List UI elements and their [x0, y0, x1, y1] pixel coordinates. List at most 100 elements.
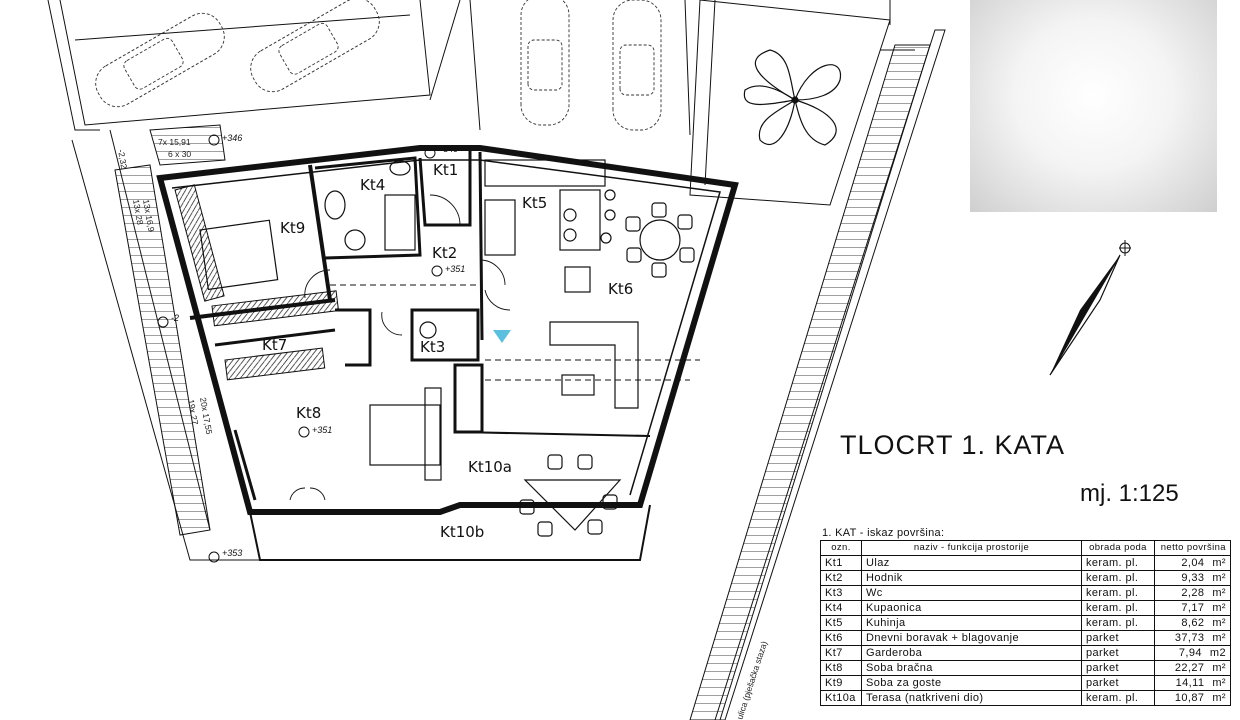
room-label-kt3: Kt3 — [420, 338, 445, 356]
row-name: Ulaz — [861, 555, 1082, 571]
row-code: Kt4 — [820, 600, 862, 616]
row-area: 2,04 m² — [1154, 555, 1231, 571]
row-name: Soba bračna — [861, 660, 1082, 676]
elevation-kt8: +351 — [312, 425, 332, 435]
parked-cars — [95, 0, 662, 131]
stair-note-4: 13x 28 — [131, 199, 145, 226]
north-arrow-icon — [1049, 240, 1131, 376]
row-area-unit: m² — [1212, 557, 1226, 569]
row-floor: parket — [1081, 630, 1155, 646]
photo-thumbnail — [970, 0, 1217, 212]
row-code: Kt8 — [820, 660, 862, 676]
row-area-value: 2,28 — [1181, 587, 1205, 599]
elevation-terrace: +353 — [222, 548, 242, 558]
elevation-kt2: +351 — [445, 264, 465, 274]
row-area: 37,73 m² — [1154, 630, 1231, 646]
drawing-scale: mj. 1:125 — [1080, 480, 1179, 507]
row-code: Kt10a — [820, 690, 862, 706]
row-area-value: 7,94 — [1178, 647, 1202, 659]
row-area: 10,87 m² — [1154, 690, 1231, 706]
header-area: netto površina — [1154, 540, 1231, 556]
row-area-value: 22,27 — [1174, 662, 1205, 674]
door-swings — [289, 194, 511, 501]
row-area: 2,28 m² — [1154, 585, 1231, 601]
header-name: naziv - funkcija prostorije — [861, 540, 1082, 556]
drawing-title: TLOCRT 1. KATA — [840, 430, 1066, 460]
ramp-walkway — [689, 29, 946, 720]
room-label-kt8: Kt8 — [296, 404, 321, 422]
row-area-unit: m² — [1212, 602, 1226, 614]
row-area-unit: m² — [1212, 587, 1226, 599]
row-floor: keram. pl. — [1081, 585, 1155, 601]
room-label-kt1: Kt1 — [433, 161, 458, 179]
row-name: Garderoba — [861, 645, 1082, 661]
area-table: ozn. naziv - funkcija prostorije obrada … — [820, 540, 1231, 706]
row-floor: parket — [1081, 675, 1155, 691]
room-label-kt9: Kt9 — [280, 219, 305, 237]
row-area-value: 9,33 — [1181, 572, 1205, 584]
row-code: Kt9 — [820, 675, 862, 691]
header-floor: obrada poda — [1081, 540, 1155, 556]
row-floor: keram. pl. — [1081, 570, 1155, 586]
elevation-markers: +349 +351 +351 +346 +353 -2 — [157, 133, 465, 563]
stair-note-2: 6 x 30 — [168, 149, 191, 159]
row-code: Kt7 — [820, 645, 862, 661]
kitchen-units — [484, 159, 616, 256]
row-area: 14,11 m² — [1154, 675, 1231, 691]
row-area-unit: m² — [1212, 677, 1226, 689]
room-label-kt2: Kt2 — [432, 244, 457, 262]
row-area-value: 14,11 — [1175, 677, 1205, 689]
bathroom-fixtures — [324, 160, 437, 339]
tree-symbol — [743, 49, 842, 146]
elevation-left: -2 — [171, 313, 179, 323]
window-marker — [493, 330, 511, 343]
room-labels: Kt1 Kt2 Kt3 Kt4 Kt5 Kt6 Kt7 Kt8 Kt9 Kt10… — [262, 161, 633, 541]
row-floor: keram. pl. — [1081, 555, 1155, 571]
left-stairs — [114, 124, 226, 536]
room-label-kt6: Kt6 — [608, 280, 633, 298]
room-label-kt10b: Kt10b — [440, 523, 484, 541]
header-code: ozn. — [820, 540, 862, 556]
row-area-unit: m² — [1212, 632, 1226, 644]
stair-note-1: 7x 15,91 — [158, 137, 191, 147]
room-label-kt7: Kt7 — [262, 336, 287, 354]
row-floor: parket — [1081, 660, 1155, 676]
building-walls — [156, 145, 739, 561]
area-table-caption: 1. KAT - iskaz površina: — [822, 527, 945, 539]
elevation-stairs-top: +346 — [222, 133, 242, 143]
living-sofa — [549, 266, 639, 409]
row-code: Kt2 — [820, 570, 862, 586]
row-floor: keram. pl. — [1081, 615, 1155, 631]
row-area: 7,94 m2 — [1154, 645, 1231, 661]
row-code: Kt5 — [820, 615, 862, 631]
row-name: Kuhinja — [861, 615, 1082, 631]
row-floor: keram. pl. — [1081, 600, 1155, 616]
row-area-unit: m2 — [1209, 647, 1226, 659]
row-area: 22,27 m² — [1154, 660, 1231, 676]
room-label-kt4: Kt4 — [360, 176, 385, 194]
row-area-value: 10,87 — [1174, 692, 1205, 704]
row-area-unit: m² — [1212, 692, 1226, 704]
row-name: Terasa (natkriveni dio) — [861, 690, 1082, 706]
row-area-unit: m² — [1212, 617, 1226, 629]
row-name: Dnevni boravak + blagovanje — [861, 630, 1082, 646]
row-name: Soba za goste — [861, 675, 1082, 691]
row-name: Hodnik — [861, 570, 1082, 586]
wardrobes — [174, 184, 340, 381]
side-mark: -2,32 — [116, 149, 129, 170]
row-area-value: 37,73 — [1174, 632, 1205, 644]
area-table-header: ozn. naziv - funkcija prostorije obrada … — [820, 540, 1231, 556]
row-area-unit: m² — [1212, 662, 1226, 674]
row-area-value: 2,04 — [1181, 557, 1205, 569]
